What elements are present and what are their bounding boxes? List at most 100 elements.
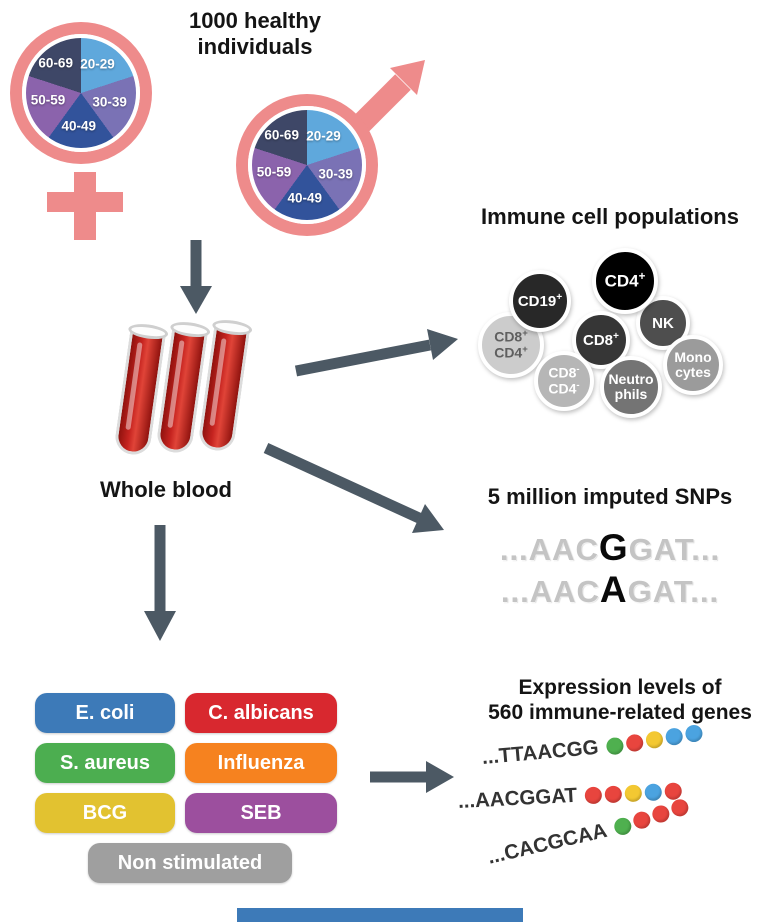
expression-dots (582, 781, 683, 804)
cell-label-sup: + (638, 270, 646, 283)
expression-dot (649, 802, 672, 825)
immune-cells-title: Immune cell populations (481, 204, 739, 229)
female-symbol: 20-29 30-39 40-49 50-59 60-69 (8, 20, 162, 260)
age-group-label: 60-69 (38, 55, 73, 71)
expression-dot (684, 723, 704, 743)
cell-label: Mono (674, 348, 712, 365)
cell-neutrophils: Neutro phils (600, 356, 662, 418)
age-group-label: 30-39 (92, 94, 127, 110)
snp-seq-pre: ...AAC (499, 532, 599, 567)
cell-cd4: CD4+ (592, 248, 658, 314)
cell-label-sup: + (522, 344, 528, 355)
expression-title: Expression levels of 560 immune-related … (450, 676, 771, 726)
cell-label-sup: - (576, 363, 580, 375)
expression-dot (664, 726, 684, 746)
age-group-label: 20-29 (80, 56, 115, 72)
cell-cd8neg-cd4neg: CD8- CD4- (534, 351, 594, 411)
cell-label-sup: + (522, 327, 528, 339)
age-group-label: 60-69 (264, 127, 299, 143)
stimulus-label: S. aureus (59, 751, 151, 774)
cell-monocytes: Mono cytes (663, 335, 723, 395)
snp-seq-post: GAT... (628, 532, 721, 567)
expression-dot (611, 815, 634, 837)
age-group-label: 50-59 (256, 164, 292, 180)
cell-label: Neutro (608, 370, 654, 387)
cell-label-group: CD19+ (518, 292, 562, 311)
snp-variant-allele: G (598, 527, 629, 568)
snp-variant-allele: A (599, 569, 628, 610)
cell-label: cytes (675, 364, 711, 380)
cell-label-group: CD4+ (605, 271, 646, 291)
female-symbol-crossbar (47, 192, 123, 212)
expression-dot (624, 783, 643, 802)
cell-label-group: NK (652, 314, 674, 333)
cell-label: CD4 (604, 271, 639, 291)
gene-sequence: ...TTAACGG (480, 735, 600, 769)
stimulus-non-stimulated: Non stimulated (88, 843, 292, 883)
cell-label-group: CD8+ CD4+ (494, 327, 528, 361)
arrow-stimuli-to-expression (370, 761, 454, 793)
age-group-label: 40-49 (287, 190, 323, 206)
cell-cd8pos-cd4pos: CD8+ CD4+ (478, 312, 544, 378)
age-group-label: 40-49 (61, 118, 97, 134)
expression-dot (630, 809, 653, 831)
male-age-pie: 20-29 30-39 40-49 50-59 60-69 (248, 106, 366, 224)
cell-label: CD8 (548, 364, 577, 381)
cell-label: CD4 (548, 380, 577, 397)
expression-dot (644, 782, 663, 801)
cell-label: NK (652, 314, 674, 332)
gene-sequence: ...AACGGAT (457, 783, 578, 813)
cell-label: CD8 (583, 331, 614, 349)
age-group-label: 30-39 (318, 166, 353, 182)
cell-label-sup: + (556, 291, 563, 303)
bottom-panel-edge (237, 908, 523, 922)
stimulus-label: Influenza (217, 751, 305, 774)
stimulus-label: Non stimulated (117, 851, 263, 874)
tube-highlight (125, 342, 143, 431)
cell-label-sup: - (576, 380, 580, 391)
arrow-individuals-to-blood (180, 240, 212, 314)
expression-dots (602, 723, 704, 756)
expression-dot (584, 785, 603, 804)
arrow-blood-to-stimuli (144, 525, 176, 641)
main-title: 1000 healthy individuals (188, 8, 322, 59)
stimulus-label: C. albicans (208, 701, 314, 724)
stimulus-seb: SEB (185, 793, 337, 833)
stimulus-e-coli: E. coli (35, 693, 175, 733)
arrow-blood-to-snps (263, 442, 444, 533)
expression-sequence-row: ...TTAACGG (480, 723, 704, 770)
snp-sequences: ...AACGGAT... ...AACAGAT... (430, 528, 771, 612)
stimulus-label: BCG (82, 801, 128, 824)
snp-seq-pre: ...AAC (500, 574, 600, 609)
stimulus-bcg: BCG (35, 793, 175, 833)
snp-sequence-row: ...AACAGAT... (430, 570, 771, 612)
expression-dot (624, 732, 645, 753)
cell-label-group: Neutro phils (608, 370, 654, 403)
expression-title-line1: Expression levels of (518, 676, 722, 699)
cell-label: phils (614, 386, 648, 402)
stimulus-c-albicans: C. albicans (185, 693, 337, 733)
expression-dot (605, 735, 625, 756)
age-group-label: 20-29 (306, 128, 341, 144)
stimulus-influenza: Influenza (185, 743, 337, 783)
cell-label-group: CD8+ (583, 331, 619, 350)
female-age-pie: 20-29 30-39 40-49 50-59 60-69 (22, 34, 140, 152)
cell-cd19: CD19+ (509, 270, 571, 332)
expression-dot (644, 729, 665, 750)
snp-sequence-row: ...AACGGAT... (430, 528, 771, 570)
blood-tubes (113, 317, 275, 468)
cell-label-group: Mono cytes (674, 348, 712, 381)
expression-title-line2: 560 immune-related genes (488, 700, 752, 724)
expression-dot (664, 781, 683, 800)
immune-cell-cluster: CD8+ CD4+ CD19+ NK Mono cytes CD4+ (470, 243, 770, 428)
arrow-blood-to-cells (294, 329, 458, 377)
snps-title: 5 million imputed SNPs (487, 484, 733, 509)
stimulus-label: SEB (240, 801, 282, 824)
tube-highlight (209, 338, 227, 427)
cell-label-sup: + (613, 330, 619, 342)
tube-highlight (167, 340, 185, 429)
cell-label-group: CD8- CD4- (548, 363, 580, 397)
snp-seq-post: GAT... (627, 574, 720, 609)
stimulus-label: E. coli (75, 701, 135, 724)
